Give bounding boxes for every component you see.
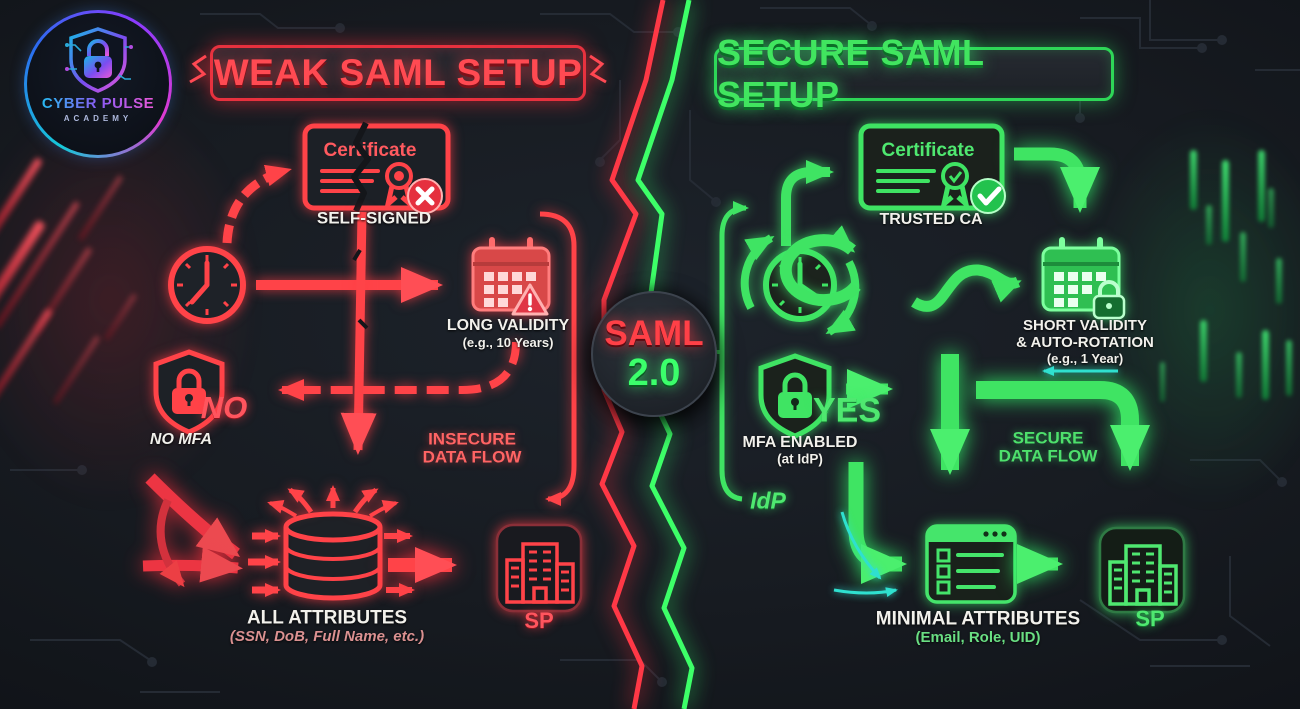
self-signed-certificate-icon: Certificate (302, 121, 451, 214)
mfa-enabled-sub-label: (at IdP) (777, 451, 823, 467)
saml-badge: SAML 2.0 (591, 291, 717, 417)
certificate-label-weak: Certificate (324, 140, 417, 161)
sp-service-provider-secure (1098, 526, 1186, 614)
chaotic-leak-arrows (142, 473, 243, 588)
sp-label-secure: SP (1135, 605, 1165, 631)
no-mfa-label: NO MFA (149, 431, 213, 449)
short-validity-label-2: & AUTO-ROTATION (1016, 333, 1154, 351)
arrow-secure-elbow-down (976, 381, 1150, 471)
x-badge-icon (407, 178, 443, 214)
minimal-attributes-form-icon (925, 524, 1017, 604)
yes-label: YES (812, 391, 882, 430)
arrow-broken-to-certificate (222, 164, 292, 244)
weak-title: WEAK SAML SETUP (213, 52, 583, 93)
idp-label: IdP (750, 487, 786, 514)
database-icon (283, 511, 383, 601)
trusted-certificate-icon: Certificate (858, 123, 1006, 214)
streak (1222, 160, 1229, 242)
streak (1240, 232, 1246, 282)
short-validity-sub-label: (e.g., 1 Year) (1046, 350, 1124, 366)
certificate-label-secure: Certificate (882, 140, 975, 161)
streak (1286, 340, 1292, 396)
all-attributes-label: ALL ATTRIBUTES (246, 607, 408, 629)
cyber-pulse-academy-logo: CYBER PULSE ACADEMY (24, 10, 172, 158)
sp-label-weak: SP (524, 607, 554, 633)
streak (1190, 150, 1197, 210)
insecure-flow-label-2: DATA FLOW (422, 447, 522, 467)
building-icon-weak (505, 542, 575, 604)
long-validity-label: LONG VALIDITY (446, 317, 570, 335)
streak (1276, 258, 1282, 304)
arrow-to-trusted-certificate (781, 160, 834, 246)
saml-badge-version: 2.0 (627, 352, 681, 394)
insecure-flow-label-1: INSECURE (428, 429, 516, 449)
attribute-spray-arrows (248, 485, 415, 597)
shield-no-mfa-icon (153, 349, 225, 435)
streak (1236, 352, 1242, 398)
self-signed-label: SELF-SIGNED (316, 208, 432, 228)
arrow-bottom-elbow-to-attributes (848, 462, 907, 584)
calendar-warning-icon (471, 237, 551, 316)
streak (1200, 320, 1207, 382)
streak (1160, 362, 1165, 402)
arrow-insecure-dashed-left (278, 341, 520, 401)
building-icon-secure (1108, 544, 1178, 606)
arrow-certificate-down (340, 211, 377, 455)
long-validity-sub-label: (e.g., 10 Years) (462, 334, 554, 350)
arrow-scurve-to-calendar (911, 264, 1022, 312)
shield-lock-logo-icon (65, 27, 133, 93)
cyan-flow-accents-bottom (833, 511, 898, 597)
minimal-attributes-sub-label: (Email, Role, UID) (915, 628, 1041, 646)
logo-title: CYBER PULSE (41, 95, 155, 112)
mfa-enabled-label: MFA ENABLED (742, 434, 858, 452)
line-weak-to-sp-bracket (539, 211, 577, 506)
shield-mfa-icon (758, 353, 832, 439)
short-validity-label-1: SHORT VALIDITY (1023, 316, 1147, 334)
padlock-badge-icon (1092, 280, 1126, 320)
warning-triangle-icon (511, 283, 549, 316)
streak (1268, 188, 1274, 228)
secure-flow-label-2: DATA FLOW (998, 446, 1098, 466)
crack-icon (351, 121, 371, 213)
clock-icon-weak (168, 246, 246, 324)
secure-flow-label-1: SECURE (1012, 428, 1084, 448)
check-badge-icon (970, 178, 1006, 214)
auto-rotation-loop-icon (779, 225, 861, 307)
rosette-check-icon (941, 162, 969, 190)
no-label: NO (200, 389, 248, 425)
saml-badge-title: SAML (604, 314, 704, 353)
calendar-lock-icon (1041, 237, 1126, 320)
sp-service-provider-weak (495, 523, 583, 613)
all-attributes-sub-label: (SSN, DoB, Full Name, etc.) (229, 627, 425, 645)
trusted-ca-label: TRUSTED CA (879, 211, 983, 229)
weak-title-banner: WEAK SAML SETUP (210, 45, 586, 101)
divider-lightning-red (599, 0, 666, 709)
streak (1206, 205, 1212, 245)
arrow-certificate-to-calendar (1014, 147, 1100, 213)
weak-banner-spikes (189, 54, 607, 84)
minimal-attributes-label: MINIMAL ATTRIBUTES (875, 608, 1081, 630)
streak (1258, 150, 1265, 222)
secure-title-banner: SECURE SAML SETUP (714, 32, 1114, 115)
secure-title: SECURE SAML SETUP (717, 32, 984, 115)
logo-subtitle: ACADEMY (63, 114, 133, 123)
streak (1262, 330, 1269, 400)
